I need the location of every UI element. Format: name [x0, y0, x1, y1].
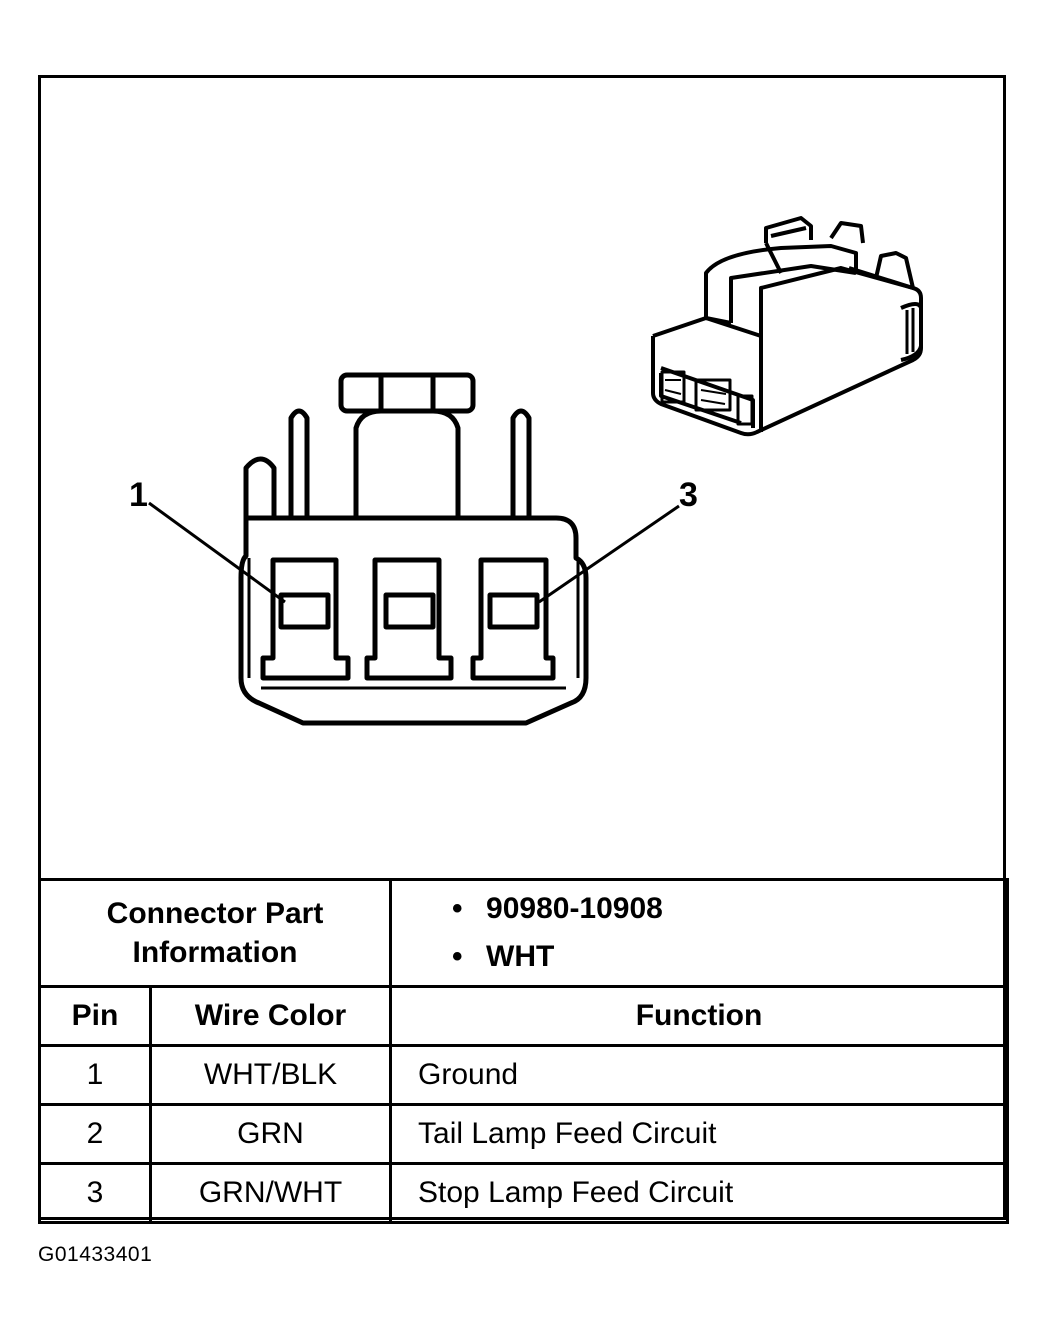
- part-info-row: Connector Part Information • 90980-10908 …: [37, 878, 1010, 988]
- table-row: 3 GRN/WHT Stop Lamp Feed Circuit: [38, 1162, 1010, 1224]
- figure-id: G01433401: [38, 1243, 153, 1266]
- pin-cavity-2: [364, 557, 454, 681]
- pin-cavity-3: [470, 557, 556, 681]
- function-cell: Stop Lamp Feed Circuit: [389, 1162, 1010, 1224]
- table-row: 2 GRN Tail Lamp Feed Circuit: [38, 1103, 1010, 1165]
- pin-cavity-1: [260, 557, 351, 681]
- connector-drawing: [41, 78, 1003, 878]
- bullet-icon: •: [452, 892, 463, 925]
- connector-color: WHT: [486, 940, 555, 973]
- table-row: 1 WHT/BLK Ground: [38, 1044, 1010, 1106]
- pin-cell: 2: [38, 1103, 152, 1165]
- part-number-item: • 90980-10908: [452, 885, 1006, 933]
- wire-color-cell: GRN/WHT: [148, 1162, 393, 1224]
- function-cell: Ground: [389, 1044, 1010, 1106]
- table-header-row: Pin Wire Color Function: [38, 985, 1010, 1047]
- bullet-icon: •: [452, 940, 463, 973]
- wire-color-cell: WHT/BLK: [148, 1044, 393, 1106]
- part-number: 90980-10908: [486, 892, 663, 925]
- connector-isometric-view: [651, 216, 923, 437]
- diagram-frame: 1 3 Connector Part Information • 90980-10…: [37, 75, 1010, 1224]
- connector-info-table: Connector Part Information • 90980-10908 …: [37, 878, 1010, 1224]
- pin-3-callout: 3: [679, 476, 698, 514]
- header-wire-color: Wire Color: [148, 985, 393, 1047]
- function-cell: Tail Lamp Feed Circuit: [389, 1103, 1010, 1165]
- connector-part-info-values: • 90980-10908 • WHT: [389, 878, 1010, 988]
- connector-face-view: [148, 372, 680, 726]
- pin-cell: 1: [38, 1044, 152, 1106]
- connector-part-info-label: Connector Part Information: [37, 878, 393, 988]
- header-pin: Pin: [38, 985, 152, 1047]
- connector-color-item: • WHT: [452, 933, 1006, 981]
- pin-cell: 3: [38, 1162, 152, 1224]
- pin-1-callout: 1: [129, 476, 148, 514]
- header-function: Function: [389, 985, 1010, 1047]
- wire-color-cell: GRN: [148, 1103, 393, 1165]
